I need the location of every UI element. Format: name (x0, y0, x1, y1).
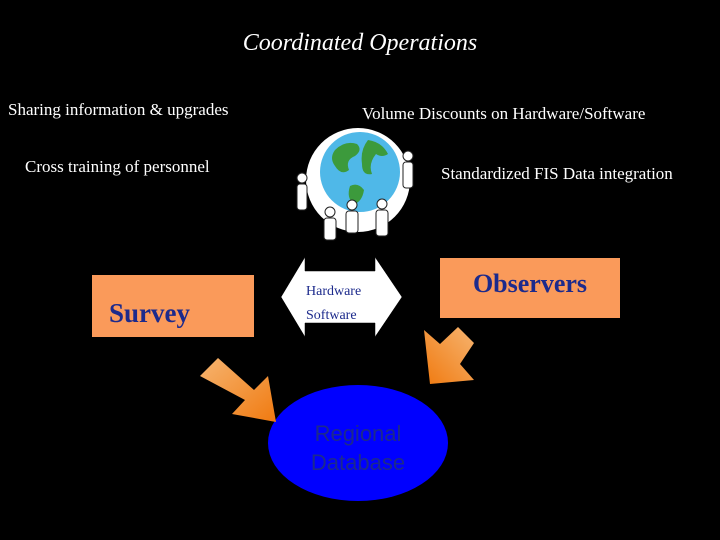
database-label: Database (310, 450, 406, 475)
observers-label: Observers (472, 269, 588, 298)
arrow-down-left-icon (424, 327, 474, 384)
survey-label: Survey (109, 298, 190, 328)
double-arrow-icon (280, 256, 403, 338)
arrow-down-right-icon (200, 358, 276, 422)
benefit-cross-training: Cross training of personnel (25, 157, 210, 176)
regional-database-label: Regional Database (268, 419, 448, 477)
benefit-standardized-data: Standardized FIS Data integration (441, 164, 673, 183)
survey-box: Survey (92, 275, 254, 337)
regional-database-ellipse (268, 385, 448, 501)
observers-box: Observers (440, 258, 620, 318)
hardware-label: Hardware (306, 284, 362, 299)
benefit-volume-discounts: Volume Discounts on Hardware/Software (362, 104, 646, 123)
page-title: Coordinated Operations (242, 30, 478, 56)
regional-label: Regional (314, 421, 402, 446)
benefit-sharing-info: Sharing information & upgrades (8, 100, 229, 119)
globe-people-clipart (296, 128, 414, 241)
hardware-software-label: Hardware Software (306, 280, 396, 328)
software-label: Software (306, 308, 357, 323)
